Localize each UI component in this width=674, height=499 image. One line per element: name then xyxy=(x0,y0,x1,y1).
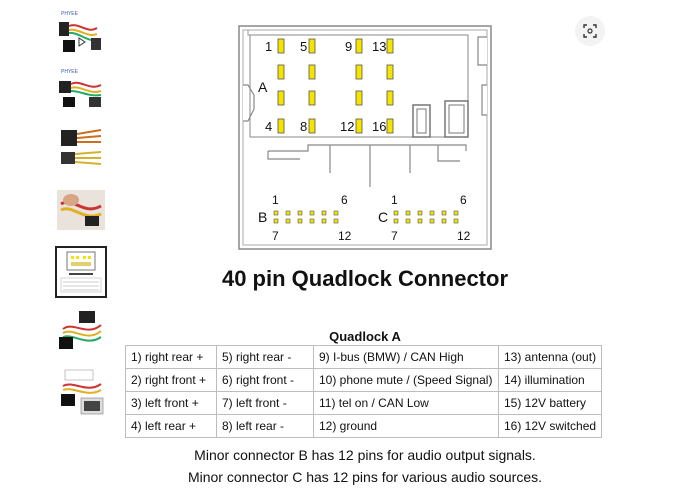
table-cell: 11) tel on / CAN Low xyxy=(313,391,499,415)
table-cell: 2) right front + xyxy=(125,368,217,392)
table-cell: 14) illumination xyxy=(497,368,603,392)
thumbnail-7-image xyxy=(61,369,104,415)
thumbnail-strip: PHYEE PHYEE xyxy=(0,0,112,499)
b-pin-label-6: 6 xyxy=(341,193,348,207)
pin-label-16: 16 xyxy=(372,119,387,134)
table-cell: 4) left rear + xyxy=(125,414,217,438)
fullscreen-button[interactable] xyxy=(575,16,605,46)
thumbnail-2-image: PHYEE xyxy=(59,69,102,107)
c-pin-label-1: 1 xyxy=(391,193,398,207)
connector-c-pins xyxy=(393,210,459,224)
b-pin-label-1: 1 xyxy=(272,193,279,207)
table-cell: 1) right rear + xyxy=(125,345,217,369)
thumbnail-2[interactable]: PHYEE xyxy=(57,65,105,113)
thumbnail-4[interactable] xyxy=(57,186,105,234)
table-cell: 13) antenna (out) xyxy=(497,345,603,369)
pin-label-1: 1 xyxy=(265,39,273,54)
note-connector-c: Minor connector C has 12 pins for variou… xyxy=(187,469,543,485)
b-pin-label-12: 12 xyxy=(338,229,352,243)
thumbnail-3[interactable] xyxy=(57,124,105,172)
c-pin-label-7: 7 xyxy=(391,229,398,243)
table-cell: 10) phone mute / (Speed Signal) xyxy=(313,368,499,392)
thumbnail-1-image: PHYEE xyxy=(59,11,101,52)
pin-label-4: 4 xyxy=(265,119,273,134)
pin-label-8: 8 xyxy=(300,119,308,134)
thumbnail-3-image xyxy=(61,129,102,165)
pinout-table: 1) right rear + 5) right rear - 9) I-bus… xyxy=(125,345,603,438)
table-title: Quadlock A xyxy=(329,329,401,344)
pin-label-12: 12 xyxy=(340,119,355,134)
table-cell: 6) right front - xyxy=(216,368,314,392)
table-cell: 8) left rear - xyxy=(216,414,314,438)
section-a-label: A xyxy=(258,79,268,95)
connector-outline xyxy=(238,25,492,250)
thumbnail-6-image xyxy=(59,311,102,349)
quadlock-connector-diagram: 1 5 9 13 4 8 12 16 A 1 6 B 7 12 1 6 C 7 … xyxy=(238,25,492,250)
table-cell: 7) left front - xyxy=(216,391,314,415)
section-c-label: C xyxy=(378,209,389,225)
page-title: 40 pin Quadlock Connector xyxy=(221,266,509,291)
pin-label-5: 5 xyxy=(300,39,308,54)
thumbnail-1-logo: PHYEE xyxy=(61,11,79,17)
c-pin-label-6: 6 xyxy=(460,193,467,207)
table-row: 1) right rear + 5) right rear - 9) I-bus… xyxy=(125,345,603,369)
thumbnail-6[interactable] xyxy=(57,307,105,355)
table-row: 3) left front + 7) left front - 11) tel … xyxy=(125,391,603,415)
table-row: 4) left rear + 8) left rear - 12) ground… xyxy=(125,414,603,438)
thumbnail-2-logo: PHYEE xyxy=(61,69,79,75)
thumbnail-4-image xyxy=(57,190,105,230)
table-cell: 3) left front + xyxy=(125,391,217,415)
table-cell: 5) right rear - xyxy=(216,345,314,369)
pin-label-13: 13 xyxy=(372,39,387,54)
fullscreen-icon xyxy=(583,24,597,38)
table-cell: 16) 12V switched xyxy=(497,414,603,438)
c-pin-label-12: 12 xyxy=(457,229,471,243)
b-pin-label-7: 7 xyxy=(272,229,279,243)
table-cell: 15) 12V battery xyxy=(497,391,603,415)
thumbnail-5[interactable] xyxy=(55,246,107,298)
table-cell: 9) I-bus (BMW) / CAN High xyxy=(313,345,499,369)
thumbnail-1[interactable]: PHYEE xyxy=(57,8,105,56)
thumbnail-5-image xyxy=(57,248,105,296)
pin-label-9: 9 xyxy=(345,39,353,54)
note-connector-b: Minor connector B has 12 pins for audio … xyxy=(194,447,536,463)
table-row: 2) right front + 6) right front - 10) ph… xyxy=(125,368,603,392)
table-cell: 12) ground xyxy=(313,414,499,438)
section-b-label: B xyxy=(258,209,268,225)
thumbnail-7[interactable] xyxy=(57,368,105,416)
connector-b-pins xyxy=(273,210,339,224)
connector-a-pins xyxy=(277,38,394,134)
